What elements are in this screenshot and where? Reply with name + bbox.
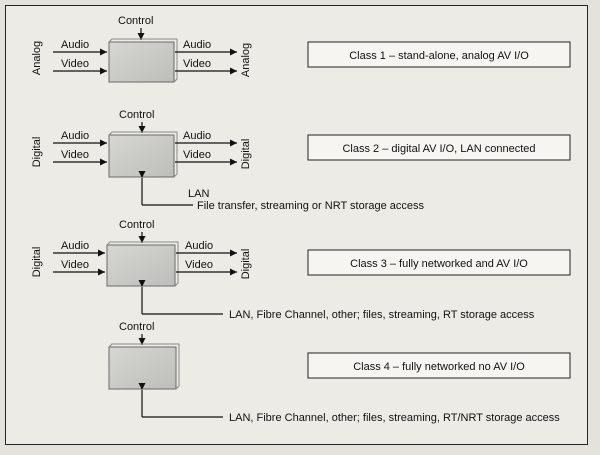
class-3-device-box xyxy=(106,244,176,287)
class-3-box-shadow xyxy=(106,241,179,287)
class-2-device-box xyxy=(108,134,175,178)
class-3-in-video-label: Video xyxy=(61,259,89,271)
class-2-out-video-label: Video xyxy=(183,149,211,161)
class-4-description: Class 4 – fully networked no AV I/O xyxy=(353,361,525,373)
class-1-group: Control Analog Audio Video Audio Video A… xyxy=(31,15,571,83)
class-2-output-side-label: Digital xyxy=(240,139,252,170)
class-1-control-label: Control xyxy=(118,15,153,27)
class-1-input-side-label: Analog xyxy=(31,41,43,75)
class-2-description-box xyxy=(307,134,571,161)
class-3-description: Class 3 – fully networked and AV I/O xyxy=(350,258,528,270)
class-2-out-audio-label: Audio xyxy=(183,130,211,142)
class-3-network-access: LAN, Fibre Channel, other; files, stream… xyxy=(229,309,535,321)
class-2-in-video-label: Video xyxy=(61,149,89,161)
class-2-box-shadow xyxy=(108,131,178,178)
class-1-in-video-label: Video xyxy=(61,58,89,70)
class-3-control-label: Control xyxy=(119,219,154,231)
class-2-control-label: Control xyxy=(119,109,154,121)
class-4-device-box xyxy=(108,346,177,390)
class-4-box-shadow xyxy=(108,343,180,390)
class-2-group: Control Digital Audio Video Audio Video … xyxy=(31,109,571,212)
class-4-description-box xyxy=(307,352,571,379)
class-1-box-shadow xyxy=(108,38,178,83)
class-3-description-box xyxy=(307,249,571,276)
class-1-description-box xyxy=(307,41,571,68)
class-2-description: Class 2 – digital AV I/O, LAN connected xyxy=(342,143,535,155)
class-2-input-side-label: Digital xyxy=(31,137,43,168)
class-3-out-audio-label: Audio xyxy=(185,240,213,252)
class-3-output-side-label: Digital xyxy=(240,249,252,280)
class-1-output-side-label: Analog xyxy=(240,43,252,77)
class-4-group: Control LAN, Fibre Channel, other; files… xyxy=(108,321,571,424)
class-4-control-label: Control xyxy=(119,321,154,333)
class-2-network-access: File transfer, streaming or NRT storage … xyxy=(197,200,425,212)
class-2-in-audio-label: Audio xyxy=(61,130,89,142)
class-3-out-video-label: Video xyxy=(185,259,213,271)
class-1-out-video-label: Video xyxy=(183,58,211,70)
class-4-network-access: LAN, Fibre Channel, other; files, stream… xyxy=(229,412,560,424)
class-3-in-audio-label: Audio xyxy=(61,240,89,252)
class-1-out-audio-label: Audio xyxy=(183,39,211,51)
class-3-group: Control Digital Audio Video Audio Video … xyxy=(31,219,571,321)
class-1-device-box xyxy=(108,41,175,83)
class-2-network-label: LAN xyxy=(188,188,209,200)
class-1-in-audio-label: Audio xyxy=(61,39,89,51)
class-3-input-side-label: Digital xyxy=(31,247,43,278)
class-1-description: Class 1 – stand-alone, analog AV I/O xyxy=(349,50,529,62)
